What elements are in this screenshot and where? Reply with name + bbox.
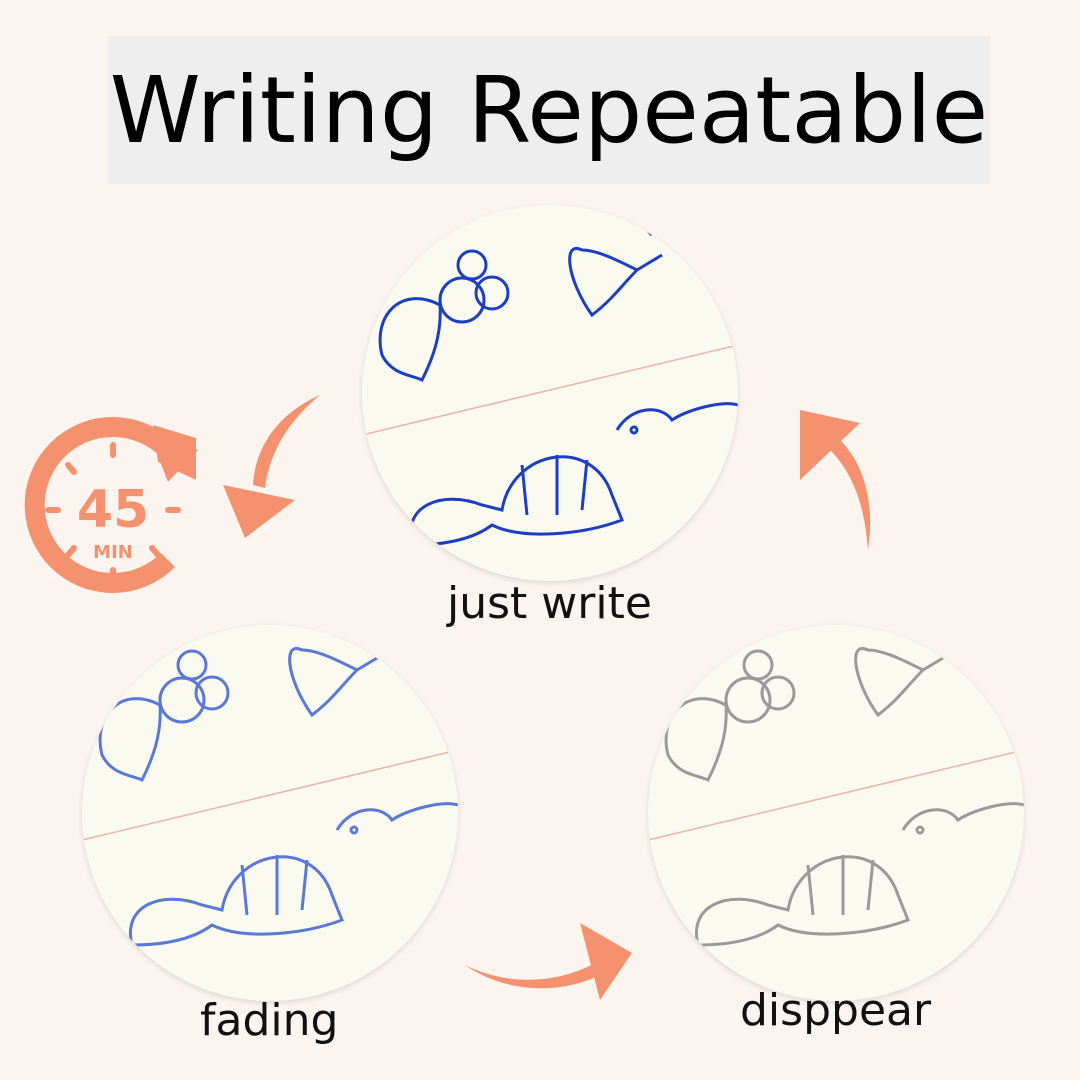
goldfish-turtle-drawing (648, 628, 1024, 947)
goldfish-turtle-drawing (82, 628, 458, 947)
stage-circle-disppear (648, 625, 1024, 1001)
goldfish-turtle-drawing (362, 218, 738, 547)
svg-text:45: 45 (77, 480, 149, 540)
stage-label-disppear: disppear (740, 985, 932, 1036)
stage-circle-fading (82, 625, 458, 1001)
stage-circle-just-write (362, 205, 738, 581)
stage-label-just-write: just write (447, 578, 652, 629)
arrow-up-left-icon (800, 410, 871, 550)
svg-text:MIN: MIN (93, 542, 133, 563)
arrow-right-icon (465, 923, 632, 1000)
arrow-down-left-icon (223, 395, 320, 538)
page-title: Writing Repeatable (109, 56, 989, 164)
timer-refresh-icon: 45 MIN (24, 417, 198, 593)
stage-label-fading: fading (200, 995, 339, 1046)
title-banner: Writing Repeatable (108, 36, 990, 184)
